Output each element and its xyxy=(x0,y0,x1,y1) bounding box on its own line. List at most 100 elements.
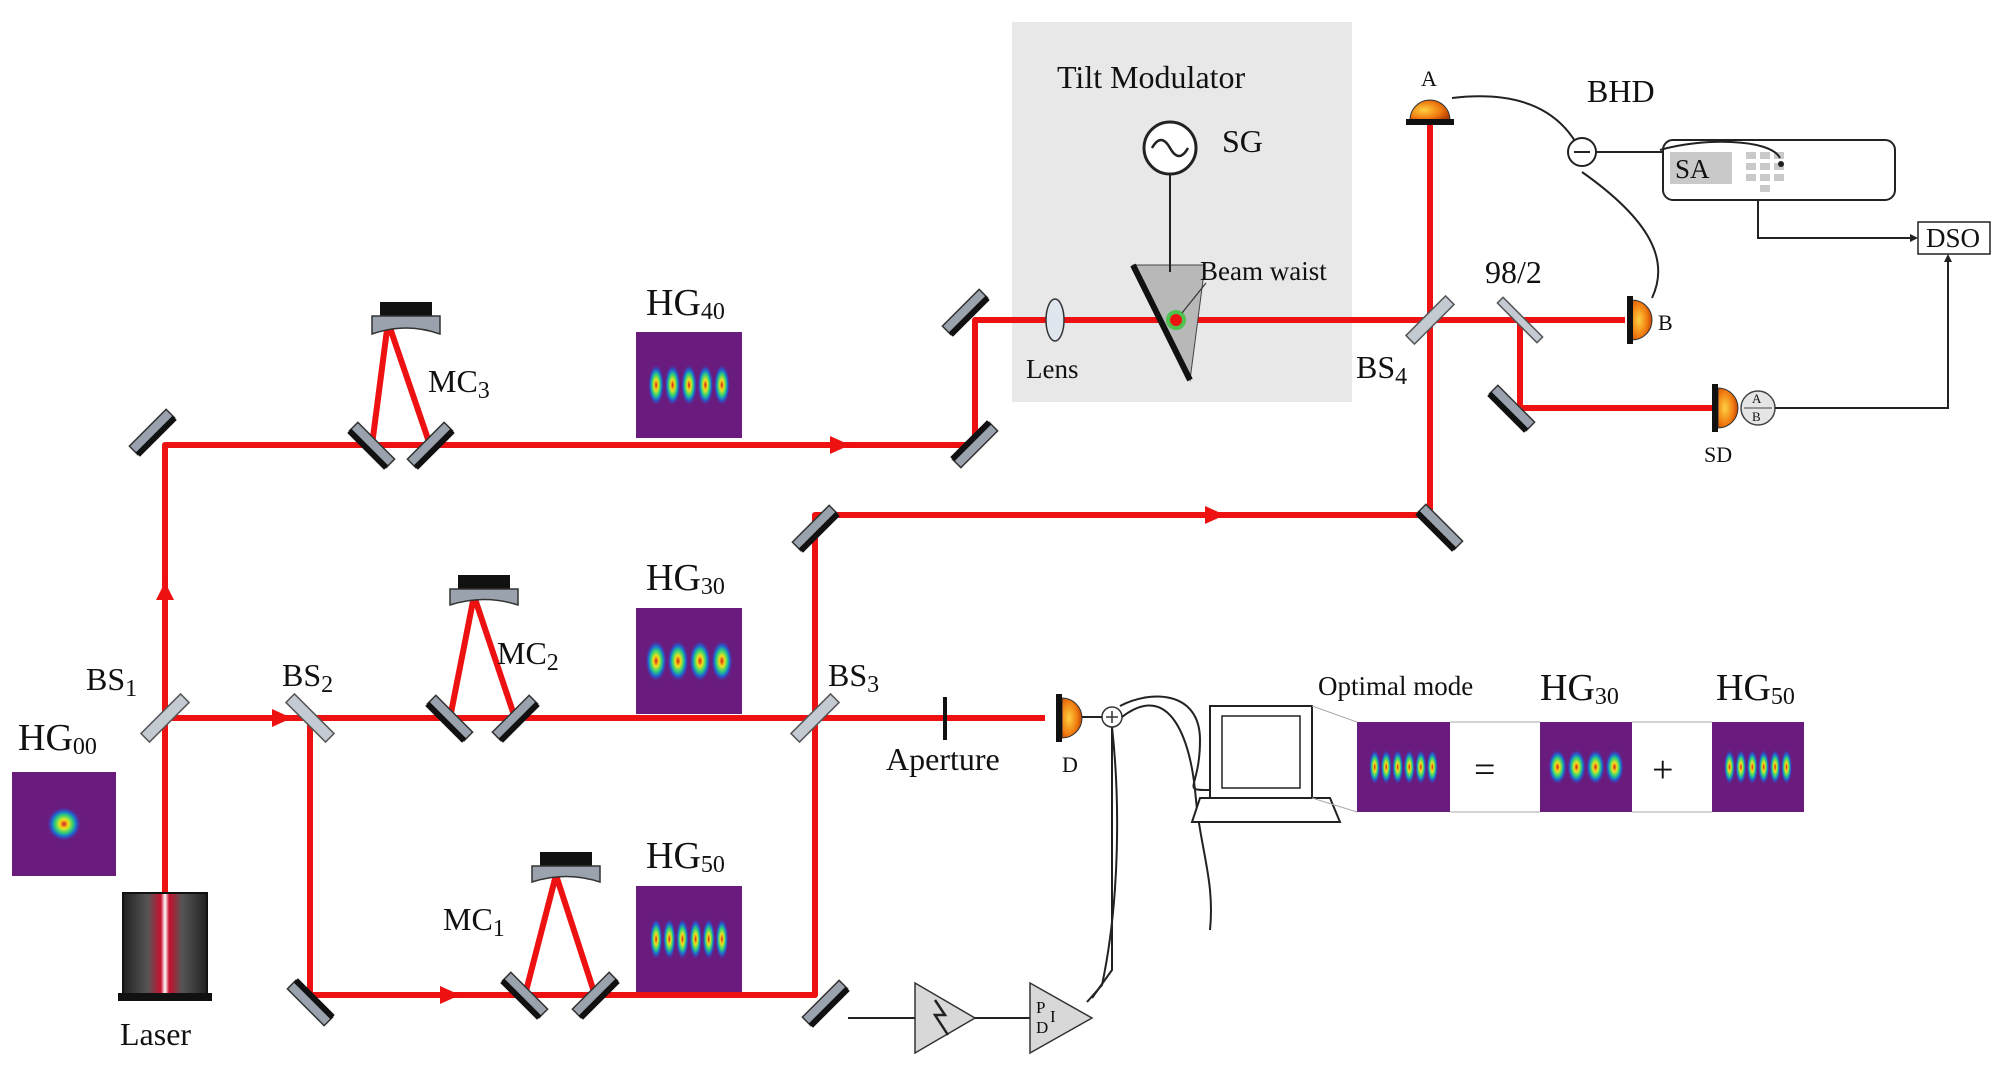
dso-label: DSO xyxy=(1926,223,1980,253)
bhd-label: BHD xyxy=(1587,73,1655,109)
ab-label-a: A xyxy=(1752,391,1762,406)
mode-lobe xyxy=(1368,749,1381,785)
detector-a-icon xyxy=(1406,99,1454,125)
beam-waist-marker xyxy=(1166,310,1186,330)
mode-lobe xyxy=(649,917,663,961)
pid-controller-icon xyxy=(1029,981,1094,1055)
mc1-end-mirror xyxy=(531,852,601,884)
equals-sign: = xyxy=(1474,749,1495,791)
mode-image-optimal xyxy=(1357,722,1450,812)
detector-d-icon xyxy=(1056,694,1083,742)
mode-lobe xyxy=(1567,749,1586,785)
lens-label: Lens xyxy=(1026,354,1078,384)
mode-lobe xyxy=(1769,749,1781,785)
mirror-bottom-left xyxy=(286,978,335,1027)
mode-lobe xyxy=(1780,749,1793,785)
amplifier-icon xyxy=(914,981,977,1055)
arrow-middle xyxy=(272,709,292,727)
detector-b-label: B xyxy=(1658,310,1673,335)
mode-lobe xyxy=(680,363,698,407)
lens-element xyxy=(1045,298,1065,342)
dso-box xyxy=(1917,221,1991,255)
text-labels: Tilt Modulator SG Beam waist Lens BHD A … xyxy=(18,59,1980,1052)
detector-d-label: D xyxy=(1062,752,1078,777)
hg50-label: HG50 xyxy=(646,835,725,878)
sd-label: SD xyxy=(1704,442,1732,467)
mirror-mc2-right xyxy=(491,694,540,743)
mirror-mc2-left xyxy=(425,694,474,743)
mc3-end-mirror xyxy=(371,302,441,336)
mode-lobe xyxy=(697,363,714,407)
tilt-modulator xyxy=(1045,120,1207,382)
arrow-up xyxy=(156,582,174,600)
mode-lobe xyxy=(1605,749,1624,785)
plus-sign: + xyxy=(1652,749,1673,791)
mode-lobe xyxy=(1548,749,1567,785)
mirror-mc3-left xyxy=(347,421,396,470)
arrow-top xyxy=(830,436,850,454)
beam-splitters xyxy=(139,294,1544,744)
mode-lobe xyxy=(675,917,690,961)
laser-source xyxy=(118,892,212,1001)
mode-image-hg40 xyxy=(636,332,742,438)
laser-label: Laser xyxy=(120,1016,191,1052)
bs3-label: BS3 xyxy=(828,657,879,698)
computer xyxy=(1119,695,1712,823)
bhd-electronics xyxy=(1451,95,1991,409)
pid-label-d: D xyxy=(1036,1018,1048,1037)
mode-lobe xyxy=(46,806,82,842)
mc1-label: MC1 xyxy=(443,901,505,942)
beam-mc1-cavity xyxy=(522,872,598,996)
mode-lobe xyxy=(1380,749,1392,785)
mode-lobe xyxy=(664,363,681,407)
optimal-mode-label: Optimal mode xyxy=(1318,671,1473,701)
mode-lobe xyxy=(1391,749,1404,785)
detector-a-label: A xyxy=(1421,66,1437,91)
ab-label-b: B xyxy=(1752,409,1761,424)
detectors xyxy=(1056,99,1776,742)
mirror-mc3-right xyxy=(406,421,455,470)
hg30-label: HG30 xyxy=(646,557,725,600)
bs1-splitter xyxy=(139,692,191,744)
mode-lobe xyxy=(713,363,731,407)
bs3-splitter xyxy=(789,692,841,744)
mode-lobe xyxy=(1586,749,1605,785)
mirror-pzt-bottom xyxy=(801,979,850,1028)
mirror-mc1-left xyxy=(500,971,549,1020)
aperture-label: Aperture xyxy=(886,741,1000,777)
hg40-label: HG40 xyxy=(646,282,725,325)
beam-mc3-cavity xyxy=(369,319,433,446)
mirrors xyxy=(128,288,1536,1028)
beam-bottom-and-lo-path xyxy=(307,320,1433,998)
mirror-lo-right xyxy=(1415,503,1464,552)
mirror-sd xyxy=(1487,384,1536,433)
bs4-splitter xyxy=(1404,294,1456,346)
laser-beams xyxy=(162,120,1712,998)
mode-lobe xyxy=(667,639,689,683)
mc2-end-mirror xyxy=(449,575,519,607)
hg00-label: HG00 xyxy=(18,717,97,760)
pid-label-i: I xyxy=(1050,1007,1056,1026)
mc2-label: MC2 xyxy=(497,635,559,676)
mode-lobe xyxy=(1735,749,1747,785)
sa-label: SA xyxy=(1675,154,1710,184)
mode-lobe xyxy=(645,639,668,683)
arrow-lo xyxy=(1205,506,1225,524)
mirror-mc1-right xyxy=(571,971,620,1020)
sg-label: SG xyxy=(1222,123,1263,159)
sa-keypad-icon xyxy=(1746,152,1784,192)
bs2-splitter xyxy=(284,692,336,744)
beam-arrows xyxy=(156,436,1225,1004)
beam-to-sd xyxy=(1517,320,1712,411)
hg50-eq-label: HG50 xyxy=(1716,667,1795,710)
ratio-label: 98/2 xyxy=(1485,254,1542,290)
mode-image-hg50-eq xyxy=(1712,722,1804,812)
detector-sd-icon xyxy=(1712,384,1776,432)
mode-lobe xyxy=(1403,749,1416,785)
mirror-lo-left xyxy=(791,504,840,553)
ratio-98-2-splitter xyxy=(1496,296,1544,344)
mode-lobe xyxy=(1723,749,1736,785)
mirror-top-right-lower xyxy=(950,420,999,469)
mode-lobe xyxy=(647,363,665,407)
